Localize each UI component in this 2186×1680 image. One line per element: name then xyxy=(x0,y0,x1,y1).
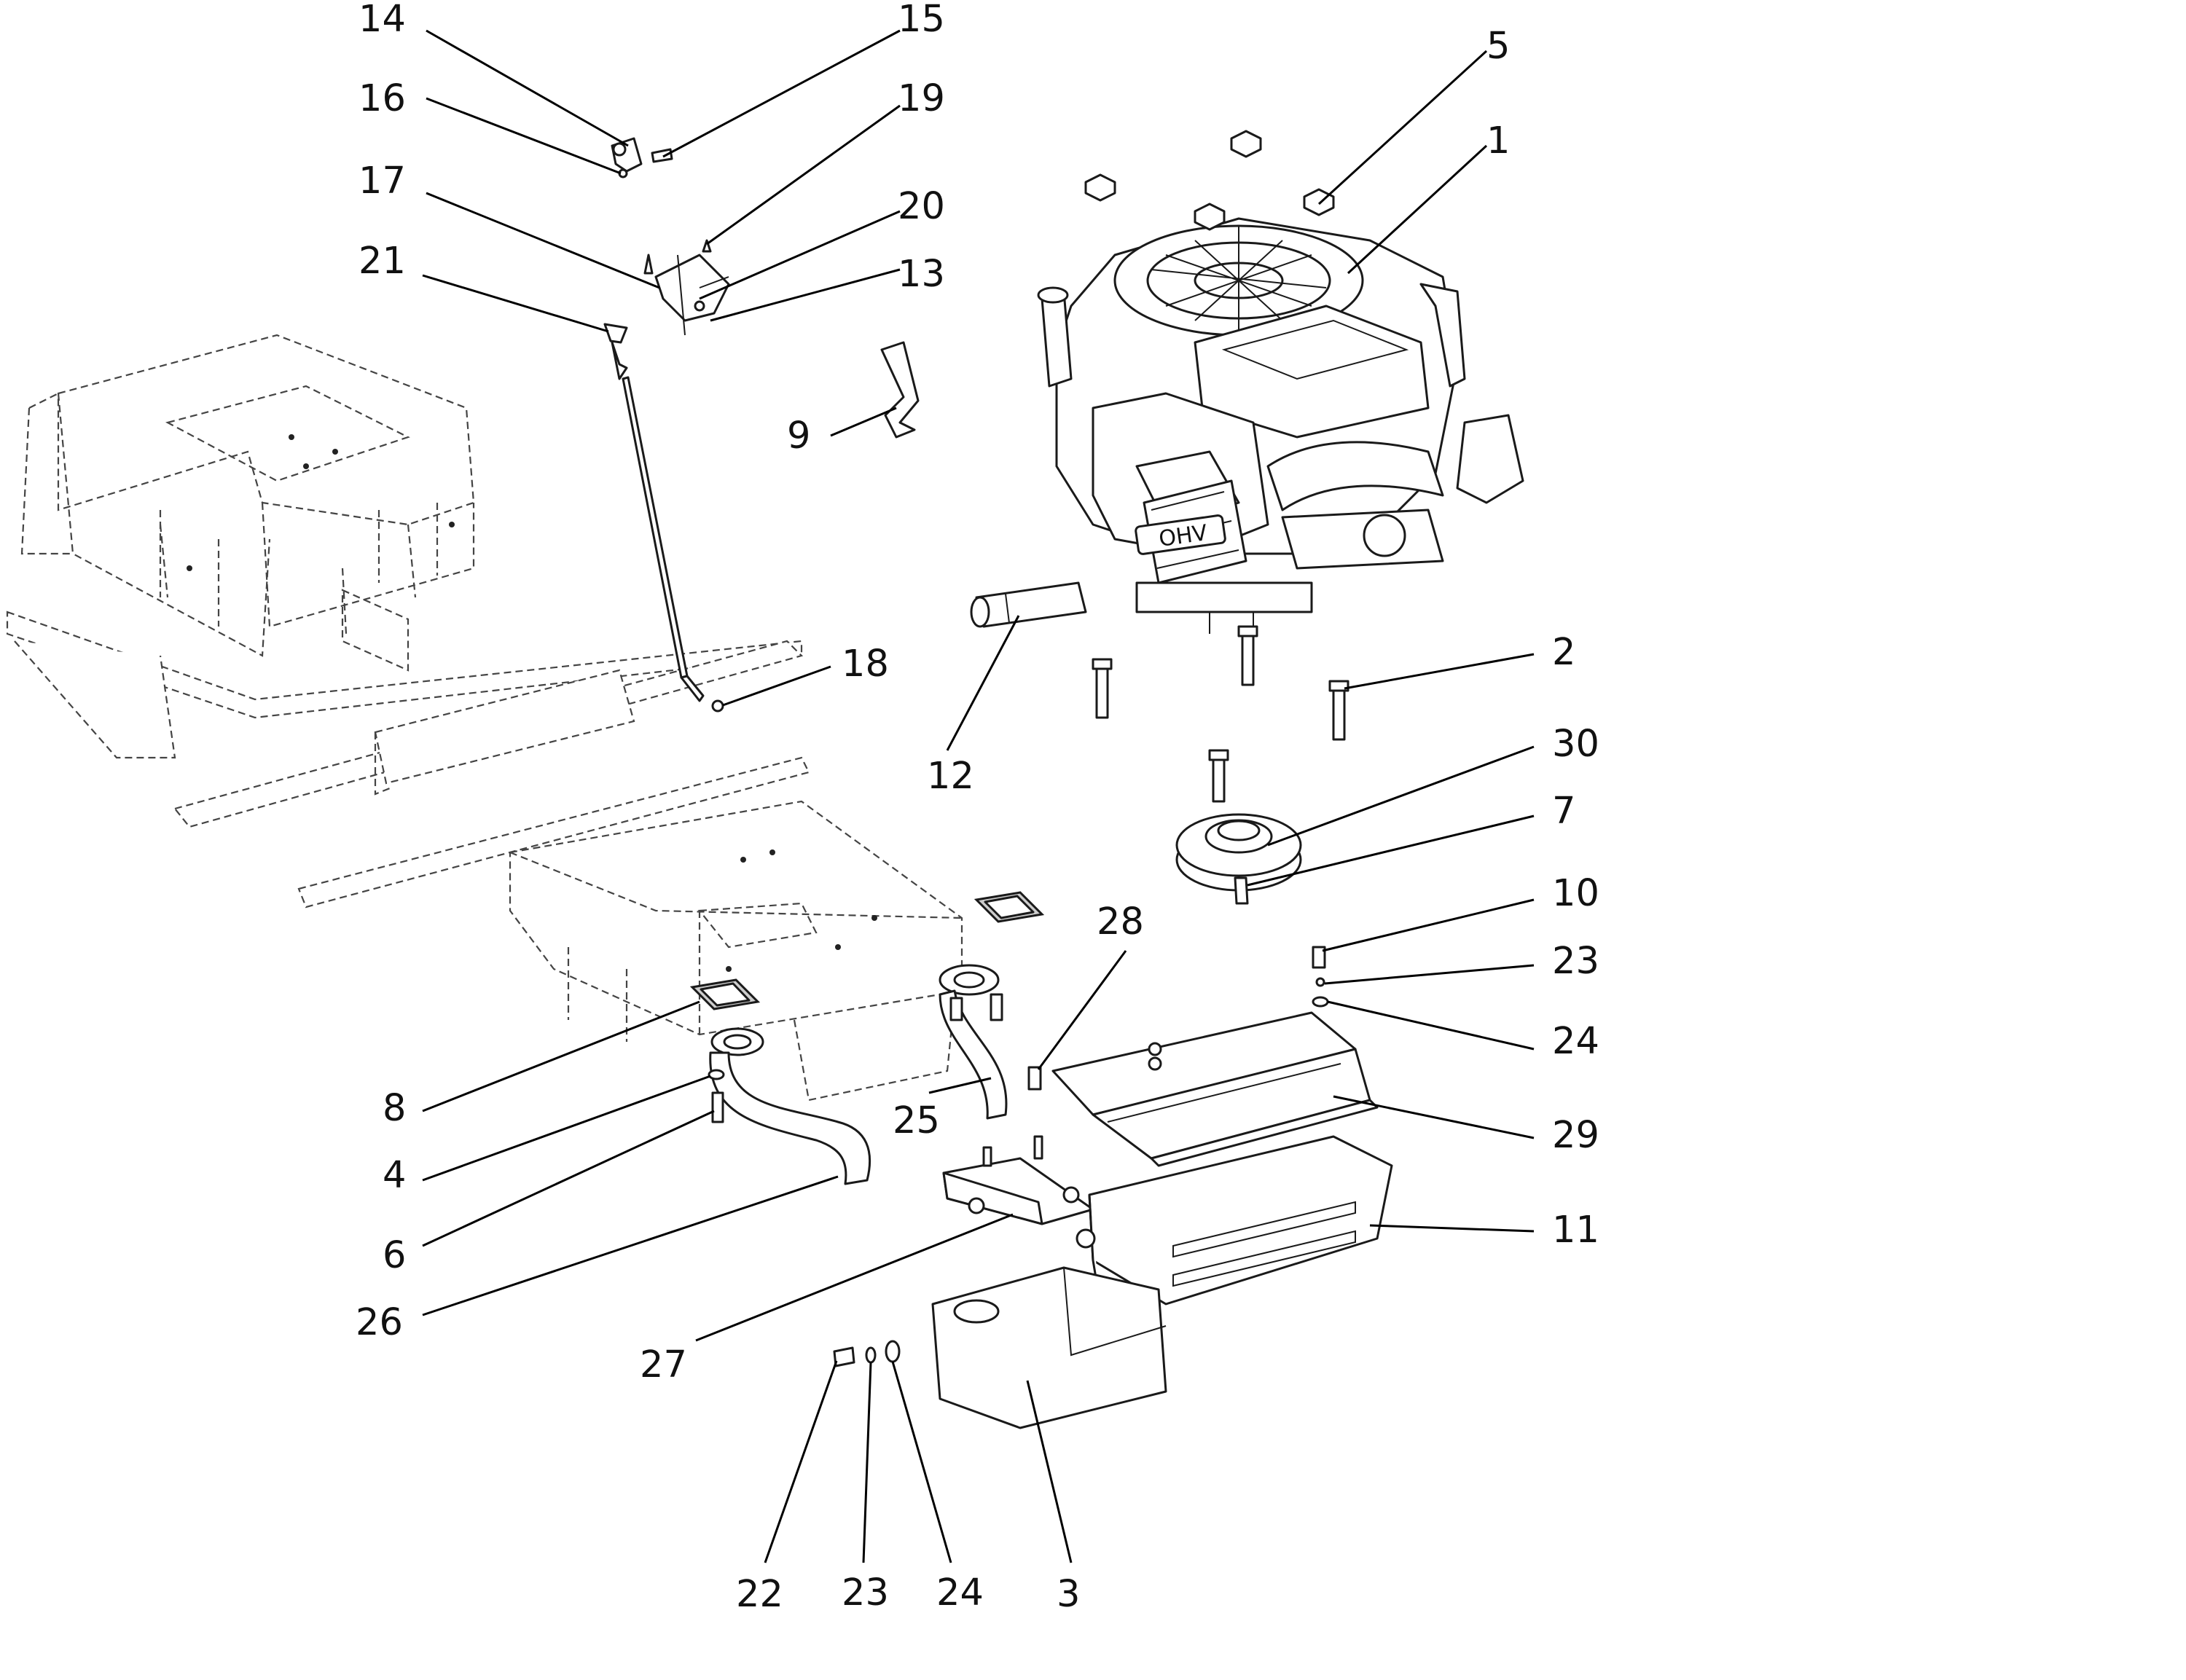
bolt-part-18 xyxy=(711,699,724,713)
bracket-part-27 xyxy=(942,1135,1094,1225)
bolt-part-6 xyxy=(711,1091,724,1123)
leader-lines xyxy=(422,29,1535,1563)
callout-22: 22 xyxy=(736,1573,783,1616)
callout-7: 7 xyxy=(1552,790,1575,833)
callout-27: 27 xyxy=(640,1343,687,1386)
callout-30: 30 xyxy=(1552,723,1599,766)
chassis-frame xyxy=(6,334,963,1102)
gasket-part-8 xyxy=(689,891,1045,1010)
washer-part-24-lower xyxy=(885,1340,901,1363)
callout-18: 18 xyxy=(842,643,889,686)
callout-21: 21 xyxy=(359,240,406,283)
heat-shield-part-29 xyxy=(1051,1011,1379,1167)
callout-9: 9 xyxy=(787,415,810,458)
lock-washer-part-4 xyxy=(708,1069,725,1080)
engine-mount-bolts-part-2 xyxy=(1092,625,1349,803)
washer-part-23-lower xyxy=(865,1346,877,1364)
exhaust-pipe-part-25 xyxy=(939,964,1008,1120)
callout-14: 14 xyxy=(359,0,406,41)
callout-25: 25 xyxy=(893,1099,940,1142)
callout-17: 17 xyxy=(359,160,406,203)
bolt-part-10 xyxy=(1312,946,1326,969)
washer-part-23-upper xyxy=(1315,977,1325,987)
callout-4: 4 xyxy=(383,1154,406,1197)
callout-19: 19 xyxy=(898,77,945,120)
throttle-control-parts xyxy=(611,137,730,336)
muffler-part-3 xyxy=(931,1266,1167,1429)
callout-24-upper: 24 xyxy=(1552,1020,1599,1063)
callout-8: 8 xyxy=(383,1087,406,1130)
callout-23-upper: 23 xyxy=(1552,940,1599,983)
callout-5: 5 xyxy=(1486,25,1510,68)
callout-23-lower: 23 xyxy=(842,1571,889,1614)
clip-part-9 xyxy=(880,341,920,439)
engine-bolt-part-5 xyxy=(1084,130,1335,231)
callout-26: 26 xyxy=(356,1301,403,1344)
washer-part-24-upper xyxy=(1312,996,1329,1008)
bolt-part-22 xyxy=(833,1346,855,1367)
callout-3: 3 xyxy=(1057,1573,1080,1616)
dipstick-part-21 xyxy=(603,323,705,702)
ohv-badge: OHV xyxy=(1135,514,1226,555)
key-part-7 xyxy=(1234,876,1249,905)
callout-15: 15 xyxy=(898,0,945,41)
callout-6: 6 xyxy=(383,1234,406,1277)
callout-13: 13 xyxy=(898,253,945,296)
callout-2: 2 xyxy=(1552,631,1575,674)
muffler-shield-part-11 xyxy=(1076,1135,1393,1306)
callout-10: 10 xyxy=(1552,872,1599,915)
callout-labels: 14 15 16 19 17 20 13 21 5 1 9 18 12 2 30… xyxy=(356,0,1599,1616)
callout-24-lower: 24 xyxy=(936,1571,984,1614)
callout-16: 16 xyxy=(359,77,406,120)
callout-29: 29 xyxy=(1552,1114,1599,1157)
engine-assembly xyxy=(1037,130,1524,634)
callout-12: 12 xyxy=(927,755,974,798)
callout-11: 11 xyxy=(1552,1209,1599,1252)
callout-1: 1 xyxy=(1486,119,1510,162)
callout-20: 20 xyxy=(898,185,945,228)
bolt-part-28 xyxy=(1027,1066,1042,1091)
pipe-part-12 xyxy=(970,581,1087,628)
callout-28: 28 xyxy=(1097,900,1144,943)
exhaust-pipe-part-26 xyxy=(709,1027,871,1185)
